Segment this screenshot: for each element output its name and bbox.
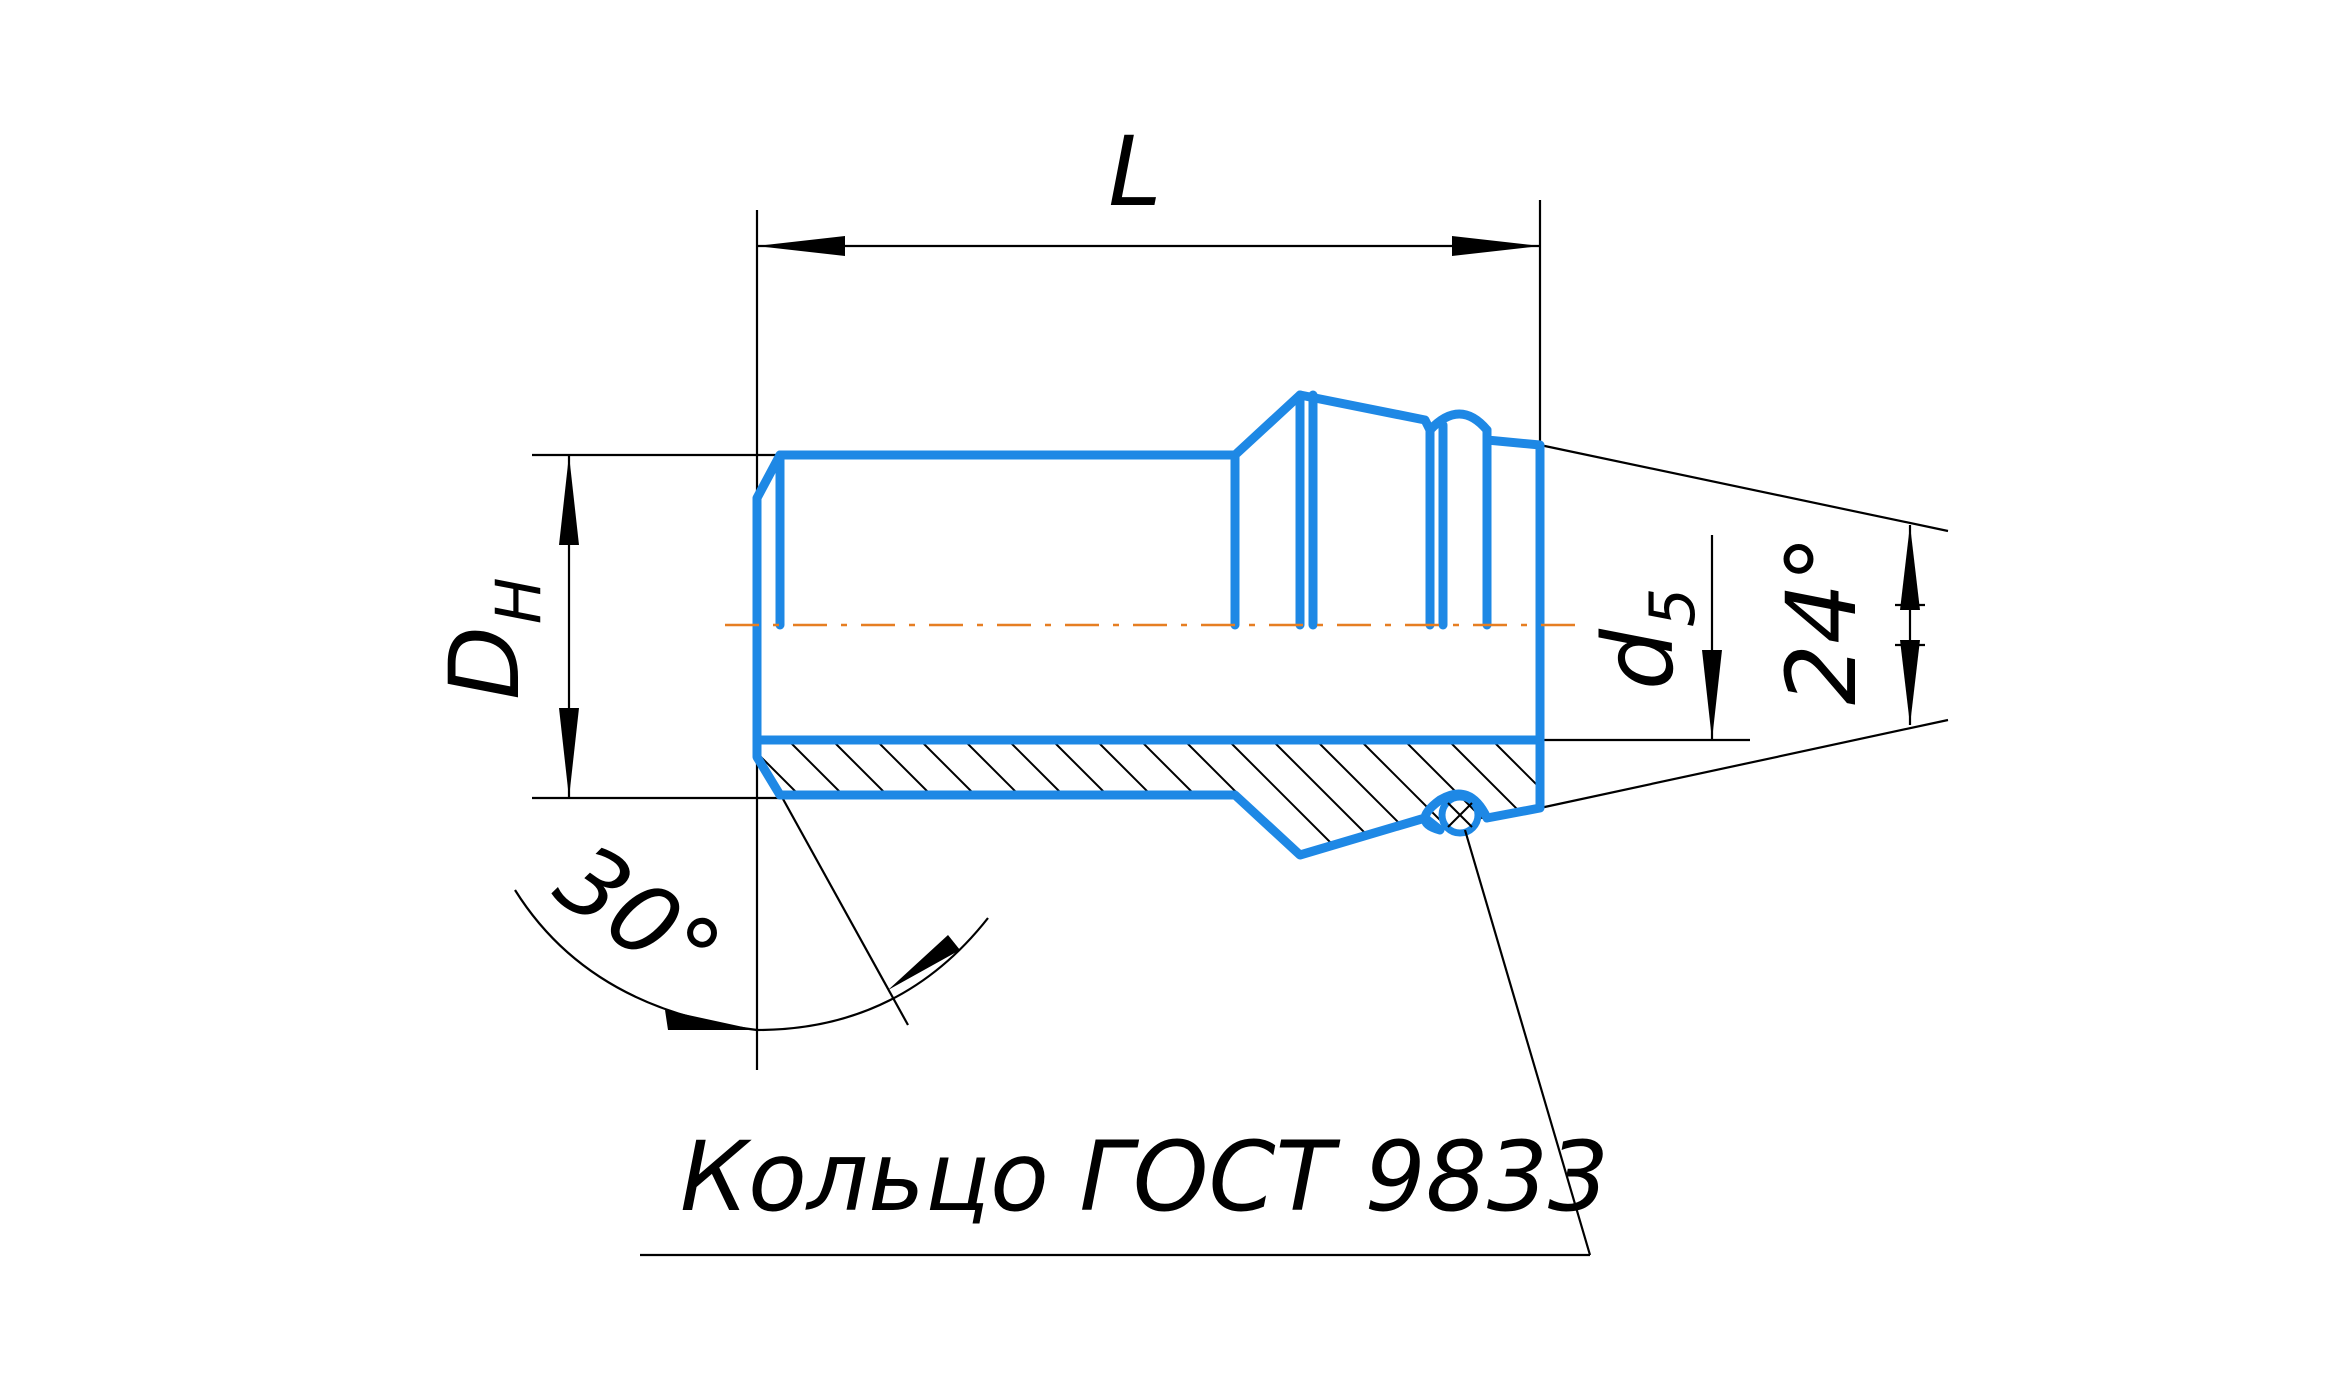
section-hatching xyxy=(757,740,1744,860)
label-length: L xyxy=(1108,116,1161,228)
hatch-line xyxy=(1095,740,1217,855)
arrowhead-chamfer-left xyxy=(665,1010,757,1030)
label-chamfer-angle: 30° xyxy=(537,822,741,1011)
hatch-line xyxy=(1580,740,1700,860)
label-outer-diameter: DН xyxy=(429,577,555,700)
arrowhead-left xyxy=(757,236,845,256)
hatch-line xyxy=(1227,740,1349,855)
label-bore: d5 xyxy=(1583,588,1709,690)
label-outer-diameter-sub: Н xyxy=(482,577,555,624)
dimension-cone-angle: 24° xyxy=(1539,443,1949,810)
svg-text:d5: d5 xyxy=(1583,588,1709,690)
arrowhead-cone-top xyxy=(1900,525,1920,610)
label-outer-diameter-main: D xyxy=(429,626,541,700)
label-bore-main: d xyxy=(1583,628,1695,690)
arrowhead-cone-bottom xyxy=(1900,640,1920,725)
svg-text:DН: DН xyxy=(429,577,555,700)
hatch-line xyxy=(1007,740,1129,855)
label-cone-angle: 24° xyxy=(1766,535,1878,705)
label-ring-callout: Кольцо ГОСТ 9833 xyxy=(680,1121,1609,1233)
hatch-line xyxy=(1491,740,1540,855)
hatch-line xyxy=(875,740,997,855)
svg-text:24°: 24° xyxy=(1766,535,1878,705)
hatch-line xyxy=(963,740,1085,855)
cone-extension-upper xyxy=(1539,443,1949,533)
arrowhead-chamfer-right xyxy=(888,935,960,990)
dimension-outer-diameter: DН xyxy=(429,453,1030,800)
ring-callout: Кольцо ГОСТ 9833 xyxy=(640,829,1609,1257)
arrowhead-bottom xyxy=(559,708,579,798)
svg-text:30°: 30° xyxy=(537,822,741,1011)
dimension-length: L xyxy=(755,116,1542,1070)
hatch-line xyxy=(1447,740,1540,855)
o-ring-section xyxy=(1438,793,1482,837)
hatch-line xyxy=(1051,740,1173,855)
hatch-line xyxy=(831,740,953,855)
chamfer-arc-right xyxy=(756,917,989,1032)
dimension-bore: d5 xyxy=(1540,535,1750,742)
hatch-line xyxy=(1535,740,1540,855)
leader-line xyxy=(1463,829,1592,1256)
arrowhead-bore xyxy=(1702,650,1722,740)
hatch-line xyxy=(919,740,1041,855)
hatch-lines xyxy=(757,740,1744,860)
arrowhead-right xyxy=(1452,236,1540,256)
o-ring-hatch-b xyxy=(1447,802,1473,828)
cone-extension-lower xyxy=(1539,718,1949,810)
hatch-line xyxy=(1624,740,1744,860)
label-bore-sub: 5 xyxy=(1636,588,1709,627)
part-outline xyxy=(752,390,1545,860)
arrowhead-top xyxy=(559,455,579,545)
